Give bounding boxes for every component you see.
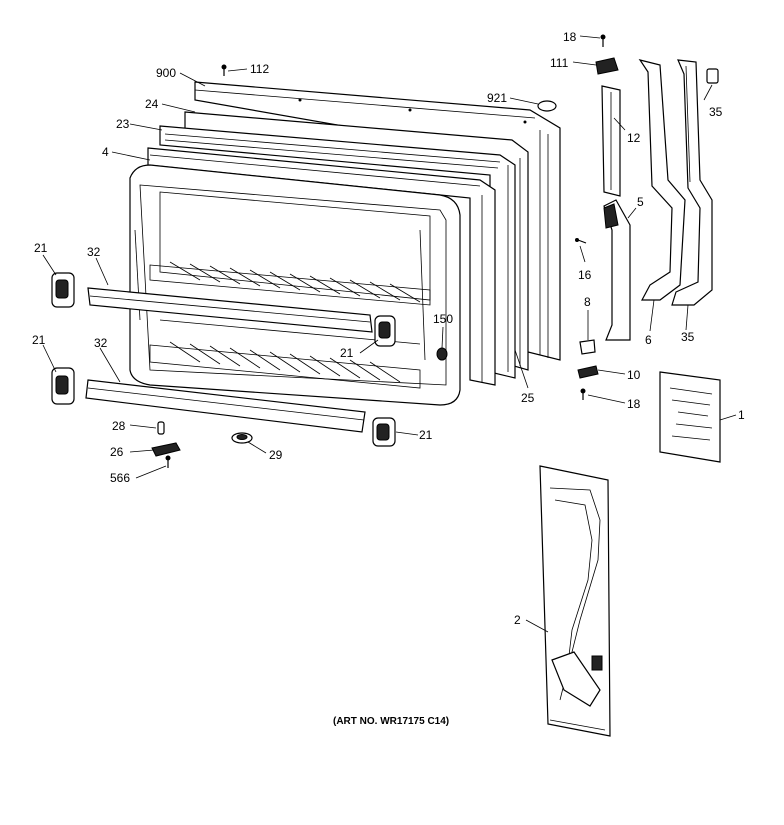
plug-part-150 xyxy=(436,347,448,361)
shelf-end-cap-lower-right xyxy=(372,417,396,447)
upper-shelf-ribs xyxy=(149,261,431,306)
shelf-end-cap-upper-left xyxy=(51,272,75,308)
callout-21-lower-right: 21 xyxy=(419,428,433,442)
handle-assembly-part-2 xyxy=(539,465,611,737)
callout-21-upper-left: 21 xyxy=(34,241,48,255)
callout-566: 566 xyxy=(110,471,130,485)
callout-32-lower: 32 xyxy=(94,336,108,350)
hinge-plate-part-26 xyxy=(151,442,181,457)
leader-lines xyxy=(42,35,737,633)
callout-5: 5 xyxy=(637,195,644,209)
door-handle-part-6 xyxy=(638,59,686,301)
screw-part-16 xyxy=(575,238,587,244)
door-gasket-layers xyxy=(147,111,529,386)
callout-6: 6 xyxy=(645,333,652,347)
art-number: (ART NO. WR17175 C14) xyxy=(333,716,449,727)
door-handle-part-35 xyxy=(671,59,713,306)
handle-cap-part-35 xyxy=(706,68,719,84)
door-shelf-bar-upper xyxy=(87,287,373,333)
callout-8: 8 xyxy=(584,295,591,309)
callout-921: 921 xyxy=(487,91,507,105)
handle-end-part-5 xyxy=(603,199,631,341)
handle-strip-part-12 xyxy=(601,85,621,197)
callout-28: 28 xyxy=(112,419,126,433)
callout-35-bottom: 35 xyxy=(681,330,695,344)
screw-part-18-bottom xyxy=(580,388,586,400)
screw-part-112 xyxy=(221,64,227,76)
callout-111: 111 xyxy=(550,56,569,70)
callout-2: 2 xyxy=(514,613,521,627)
bracket-part-10 xyxy=(577,365,599,379)
callout-4: 4 xyxy=(102,145,109,159)
callout-24: 24 xyxy=(145,97,159,111)
callout-35-top: 35 xyxy=(709,105,723,119)
callout-900: 900 xyxy=(156,66,176,80)
shelf-end-cap-upper-right xyxy=(374,315,396,347)
shelf-end-cap-lower-left xyxy=(51,367,75,405)
bracket-part-8 xyxy=(579,339,596,355)
cap-part-921 xyxy=(537,100,557,112)
literature-booklet-part-1 xyxy=(659,371,721,463)
callout-1: 1 xyxy=(738,408,745,422)
callout-150: 150 xyxy=(433,312,453,326)
lower-shelf-ribs xyxy=(149,341,421,389)
door-stop-part-28 xyxy=(157,421,165,435)
callout-32-upper: 32 xyxy=(87,245,101,259)
door-shelf-bar-lower xyxy=(85,379,366,433)
callout-10: 10 xyxy=(627,368,641,382)
callout-18-top: 18 xyxy=(563,30,577,44)
screw-part-566 xyxy=(165,455,171,468)
callout-16: 16 xyxy=(578,268,592,282)
door-inner-liner xyxy=(129,164,461,406)
callout-112: 112 xyxy=(250,62,269,76)
callout-26: 26 xyxy=(110,445,124,459)
screw-part-18-top xyxy=(600,34,606,47)
callout-23: 23 xyxy=(116,117,130,131)
callout-25: 25 xyxy=(521,391,535,405)
callout-29: 29 xyxy=(269,448,283,462)
callout-21-middle-right: 21 xyxy=(340,346,354,360)
callout-18-bottom: 18 xyxy=(627,397,641,411)
callout-21-lower-left: 21 xyxy=(32,333,46,347)
callout-12: 12 xyxy=(627,131,641,145)
hinge-cover-part-111 xyxy=(595,57,619,75)
plug-part-29 xyxy=(231,432,253,444)
